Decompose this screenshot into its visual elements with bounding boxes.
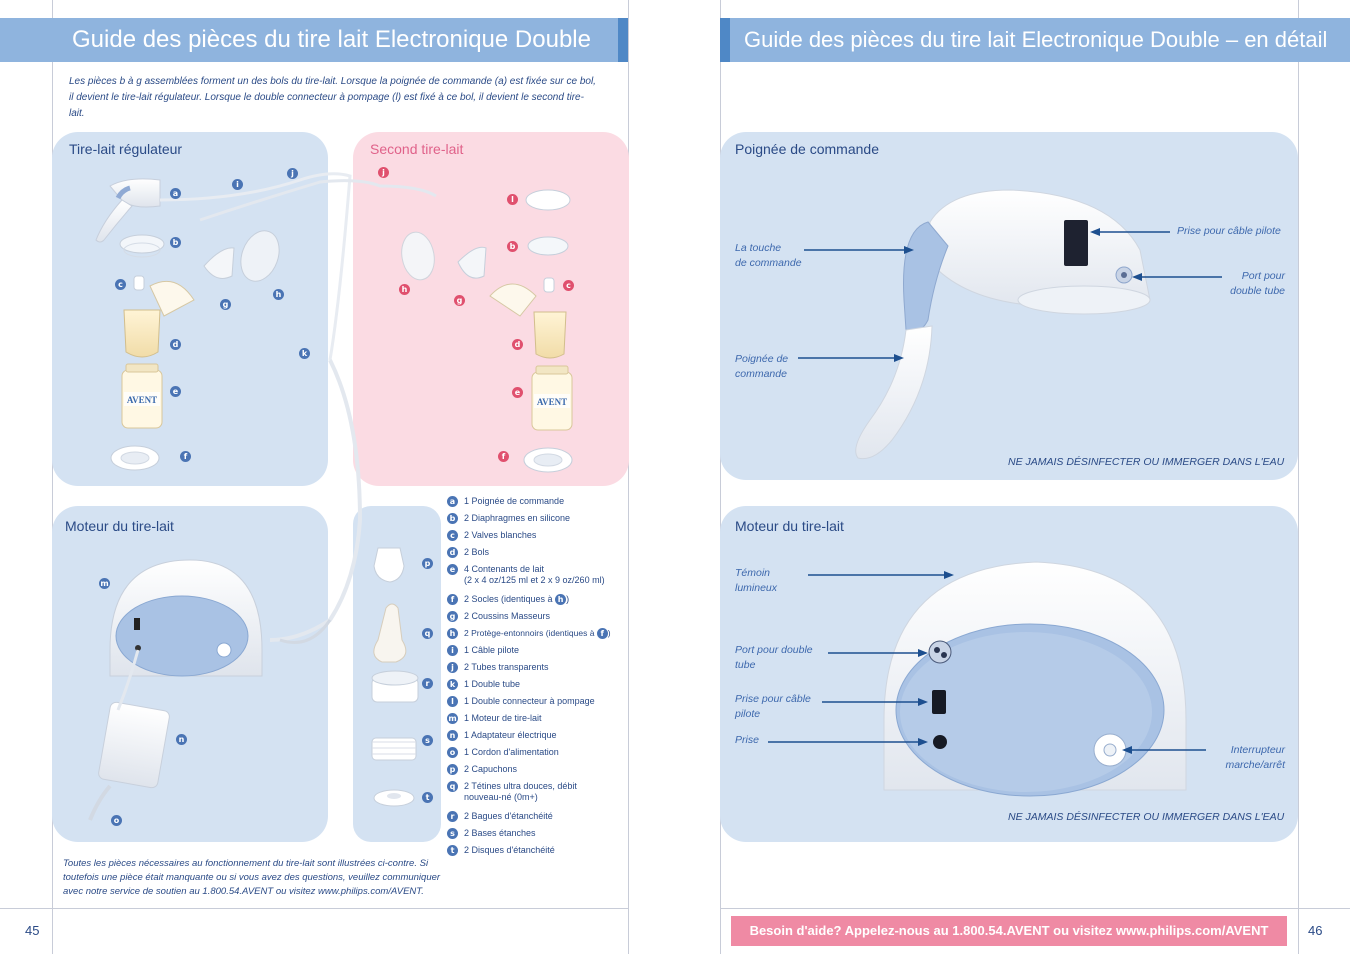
part-label-l: l — [507, 194, 518, 205]
page-margin-line — [1298, 0, 1299, 954]
page-margin-line — [52, 0, 53, 954]
page-margin-line — [720, 0, 721, 954]
part-label-h: h — [273, 289, 284, 300]
part-label-h: h — [399, 284, 410, 295]
part-label-i: i — [232, 179, 243, 190]
bottle-logo: AVENT — [126, 395, 158, 405]
panel-title: Poignée de commande — [735, 141, 879, 157]
part-label-o: o — [111, 815, 122, 826]
part-label-b: b — [507, 241, 518, 252]
panel-poignee-de-commande — [720, 132, 1298, 480]
panel-title: Tire-lait régulateur — [69, 141, 183, 157]
panel-title: Moteur du tire-lait — [65, 518, 174, 534]
part-label-c: c — [115, 279, 126, 290]
part-label-s: s — [422, 735, 433, 746]
page-footer-line — [0, 908, 629, 909]
part-label-p: p — [422, 558, 433, 569]
panel-title: Moteur du tire-lait — [735, 518, 844, 534]
handle-part-a — [95, 178, 161, 243]
part-label-a: a — [170, 188, 181, 199]
right-page-title-banner: Guide des pièces du tire lait Electroniq… — [720, 18, 1350, 62]
intro-text: Les pièces b à g assemblées forment un d… — [69, 76, 596, 119]
part-label-d: d — [512, 339, 523, 350]
part-label-j: j — [287, 168, 298, 179]
panel-title: Second tire-lait — [370, 141, 464, 157]
part-label-r: r — [422, 678, 433, 689]
panel-tire-lait-regulateur — [52, 132, 328, 486]
part-label-t: t — [422, 792, 433, 803]
part-label-g: g — [220, 299, 231, 310]
part-label-f: f — [498, 451, 509, 462]
warning-text: NE JAMAIS DÉSINFECTER OU IMMERGER DANS L… — [1008, 456, 1285, 468]
page-title: Guide des pièces du tire lait Electroniq… — [744, 27, 1328, 52]
part-label-c: c — [563, 280, 574, 291]
part-label-n: n — [176, 734, 187, 745]
part-label-m: m — [99, 578, 110, 589]
page-margin-line — [628, 0, 629, 954]
part-label-e: e — [512, 387, 523, 398]
warning-text: NE JAMAIS DÉSINFECTER OU IMMERGER DANS L… — [1008, 811, 1285, 823]
footnote: Toutes les pièces nécessaires au fonctio… — [63, 858, 441, 897]
part-label-e: e — [170, 386, 181, 397]
handle-detail-illustration — [798, 189, 1222, 460]
part-label-d: d — [170, 339, 181, 350]
callout-prise-cable-pilote: Prise pour câble pilote — [1177, 225, 1281, 237]
part-label-b: b — [170, 237, 181, 248]
callout-prise: Prise — [735, 734, 759, 746]
left-page-title-banner: Guide des pièces du tire lait Electroniq… — [0, 18, 628, 62]
page-number: 46 — [1308, 923, 1323, 938]
page-number: 45 — [25, 923, 40, 938]
help-bar: Besoin d'aide? Appelez-nous au 1.800.54.… — [731, 916, 1287, 946]
part-label-f: f — [180, 451, 191, 462]
page-footer-line — [720, 908, 1350, 909]
part-label-g: g — [454, 295, 465, 306]
parts-illustration — [88, 172, 573, 821]
part-label-j: j — [378, 167, 389, 178]
motor-detail-illustration — [768, 561, 1206, 797]
bottle-logo: AVENT — [536, 397, 568, 407]
part-label-q: q — [422, 628, 433, 639]
part-label-k: k — [299, 348, 310, 359]
page-title: Guide des pièces du tire lait Electroniq… — [72, 26, 591, 53]
panel-second-tire-lait — [353, 132, 629, 486]
